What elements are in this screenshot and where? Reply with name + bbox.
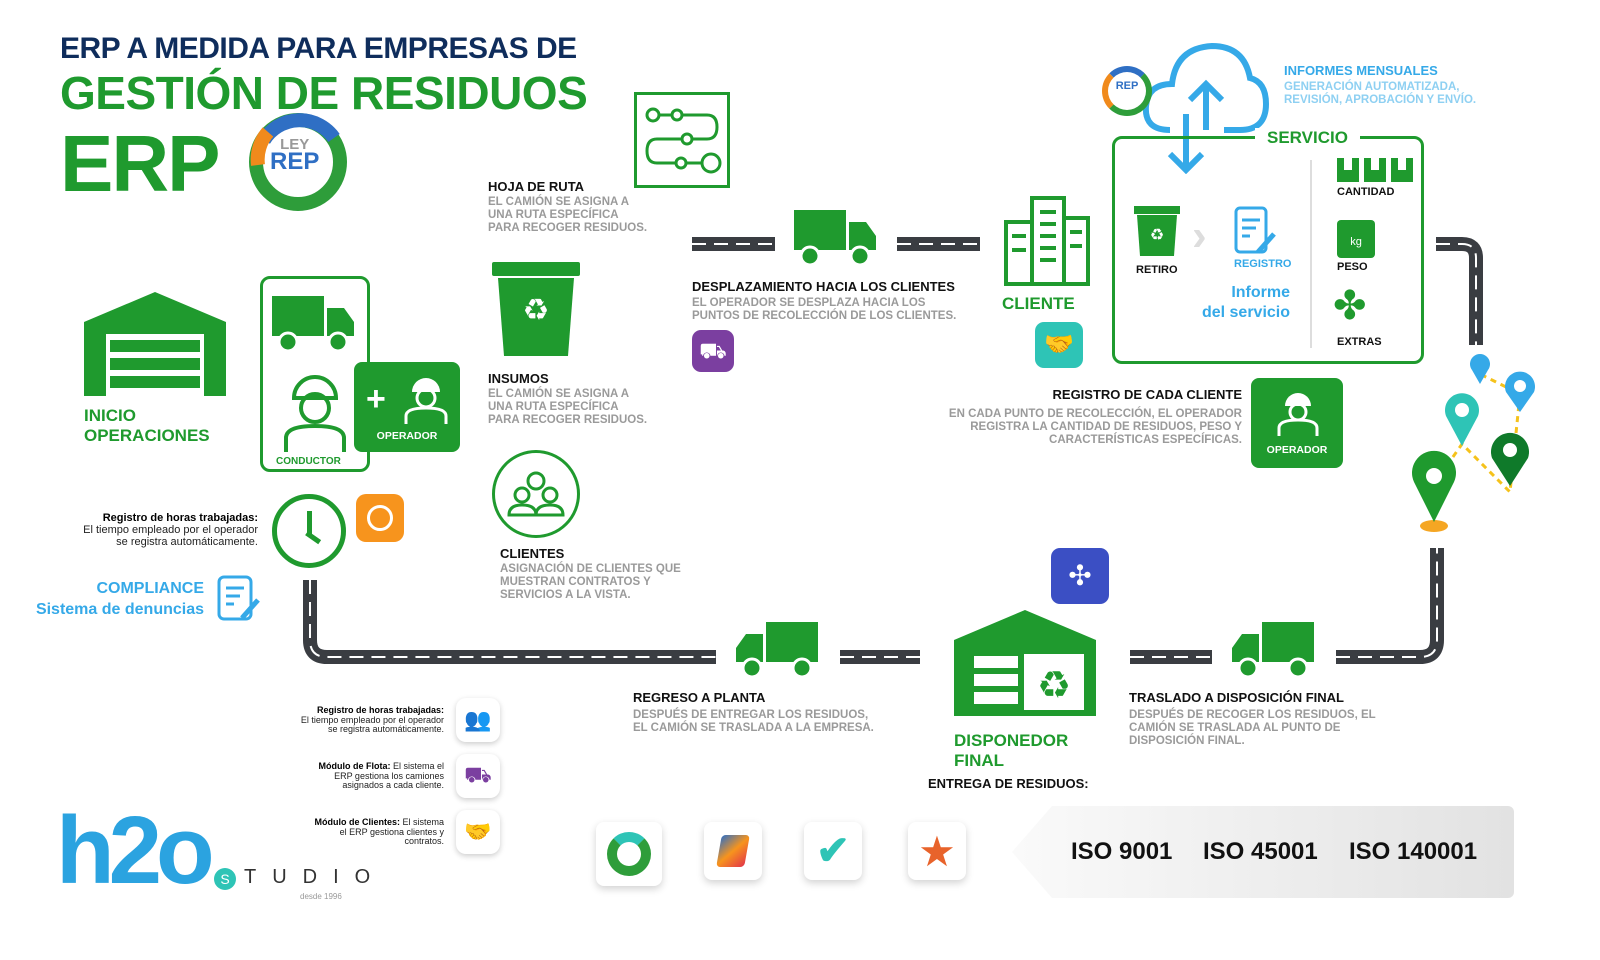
title-line2: GESTIÓN DE RESIDUOS: [60, 67, 588, 119]
svg-text:♻: ♻: [1150, 227, 1164, 244]
module-horas-text: Registro de horas trabajadas:El tiempo e…: [300, 705, 444, 734]
plus-icon: +: [366, 380, 386, 418]
retiro-label: RETIRO: [1136, 264, 1178, 276]
operador-card[interactable]: OPERADOR: [1251, 378, 1343, 468]
recycle-bin-icon: ♻: [492, 262, 580, 367]
registro-cliente-desc: EN CADA PUNTO DE RECOLECCIÓN, EL OPERADO…: [948, 408, 1242, 446]
handshake-icon[interactable]: 🤝: [456, 810, 500, 854]
truck-icon: [794, 208, 878, 273]
informes-desc: GENERACIÓN AUTOMATIZADA,REVISIÓN, APROBA…: [1284, 81, 1477, 106]
iso-45001: ISO 45001: [1203, 838, 1318, 865]
boxes-icon: [1337, 158, 1415, 187]
regreso-title: REGRESO A PLANTA: [633, 690, 766, 705]
buildings-icon: [1002, 192, 1092, 293]
entrega-residuos-label: ENTREGA DE RESIDUOS:: [928, 776, 1089, 791]
office-app-icon[interactable]: [704, 822, 762, 880]
insumos-title: INSUMOS: [488, 371, 549, 386]
cliente-label: CLIENTE: [1002, 294, 1075, 313]
report-edit-icon[interactable]: [216, 574, 262, 629]
puzzle-icon: ✤: [1333, 284, 1367, 328]
clients-target-icon: [492, 450, 580, 538]
registro-icon[interactable]: [1234, 206, 1278, 261]
checkmark-app-icon[interactable]: ✔: [804, 822, 862, 880]
users-icon[interactable]: 👥: [456, 698, 500, 742]
peso-label: PESO: [1337, 261, 1368, 273]
fleet-icon[interactable]: ⛟: [692, 330, 734, 372]
warehouse-icon: [84, 292, 226, 401]
studio-s-badge: S: [214, 868, 236, 890]
studio-text: TUDIO: [244, 866, 387, 888]
servicio-divider: [1310, 160, 1312, 348]
cantidad-label: CANTIDAD: [1337, 186, 1395, 198]
clientes-title: CLIENTES: [500, 546, 565, 561]
fleet-icon[interactable]: ⛟: [456, 754, 500, 798]
h2o-logo: h2o: [56, 797, 215, 904]
iso-140001: ISO 140001: [1349, 838, 1478, 865]
operator-icon: [1277, 393, 1319, 436]
operator-icon: [404, 378, 448, 424]
disposal-warehouse-icon: ♻: [954, 610, 1096, 721]
star-app-icon[interactable]: ★: [908, 822, 966, 880]
hoja-ruta-title: HOJA DE RUTA: [488, 179, 585, 194]
title-line1: ERP A MEDIDA PARA EMPRESAS DE: [60, 32, 577, 65]
operador-label: OPERADOR: [376, 430, 438, 442]
svg-text:♻: ♻: [523, 294, 550, 327]
route-map-icon: [634, 92, 730, 188]
truck-icon: [736, 620, 820, 685]
regreso-desc: DESPUÉS DE ENTREGAR LOS RESIDUOS,EL CAMI…: [633, 709, 874, 734]
truck-icon: [272, 294, 356, 359]
conductor-label: CONDUCTOR: [272, 456, 345, 467]
traslado-title: TRASLADO A DISPOSICIÓN FINAL: [1129, 690, 1344, 705]
share-network-icon[interactable]: ✣: [1051, 548, 1109, 604]
horas-text: Registro de horas trabajadas:El tiempo e…: [83, 512, 258, 548]
chevron-right-icon: ›: [1192, 211, 1207, 260]
logo-rep: REP: [270, 148, 320, 175]
scale-icon: kg: [1337, 220, 1375, 258]
svg-text:♻: ♻: [1037, 665, 1071, 707]
operador-label: OPERADOR: [1266, 444, 1328, 456]
handshake-icon[interactable]: 🤝: [1035, 322, 1083, 368]
desplazamiento-title: DESPLAZAMIENTO HACIA LOS CLIENTES: [692, 279, 955, 294]
logo-ley: LEY: [280, 136, 310, 153]
erp-title: ERP: [60, 119, 220, 208]
iso-banner: [1012, 806, 1514, 898]
registro-label: REGISTRO: [1234, 258, 1292, 270]
bin-icon: ♻: [1134, 206, 1180, 263]
add-operador-button[interactable]: + OPERADOR: [354, 362, 460, 452]
since-text: desde 1996: [300, 892, 342, 901]
servicio-title: SERVICIO: [1255, 128, 1360, 148]
extras-label: EXTRAS: [1337, 336, 1382, 348]
registro-cliente-title: REGISTRO DE CADA CLIENTE: [1052, 387, 1242, 402]
iso-9001: ISO 9001: [1071, 838, 1173, 865]
truck-icon: [1232, 620, 1316, 685]
ley-rep-app-icon[interactable]: [596, 822, 662, 886]
worker-icon: [282, 372, 348, 459]
informes-title: INFORMES MENSUALES: [1284, 63, 1438, 78]
clock-icon: [272, 494, 346, 568]
timer-icon: [356, 494, 404, 542]
map-pins-icon: [1412, 354, 1535, 532]
ley-rep-small-logo: REP: [1102, 66, 1152, 116]
